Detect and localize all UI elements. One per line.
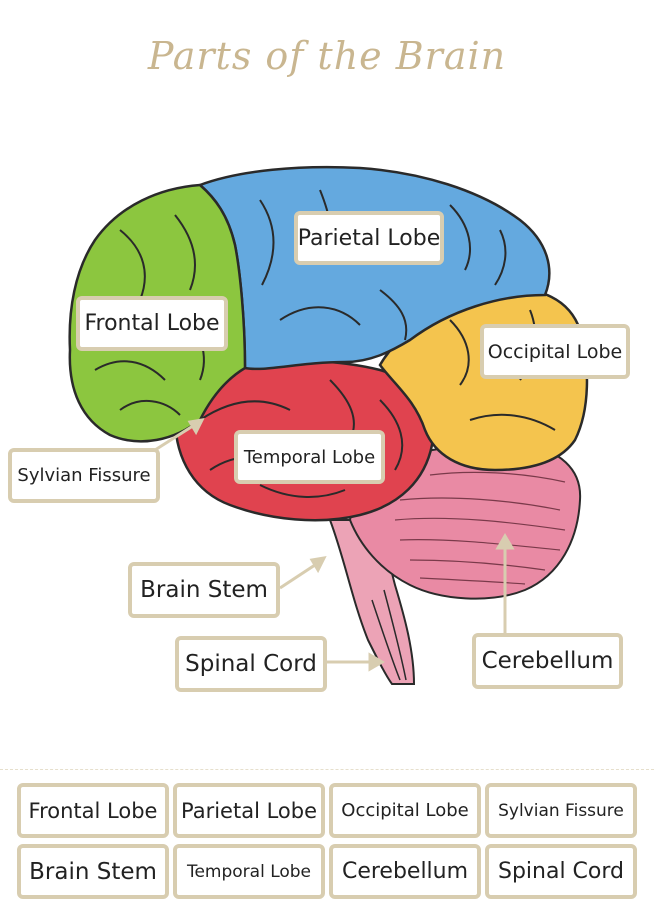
label-frontal-lobe: Frontal Lobe: [76, 296, 228, 351]
card-text: Temporal Lobe: [186, 861, 312, 882]
card-brain-stem: Brain Stem: [17, 844, 169, 899]
card-temporal-lobe: Temporal Lobe: [173, 844, 325, 899]
card-sylvian-fissure: Sylvian Fissure: [485, 783, 637, 838]
card-occipital-lobe: Occipital Lobe: [329, 783, 481, 838]
card-spinal-cord: Spinal Cord: [485, 844, 637, 899]
card-text: Frontal Lobe: [28, 798, 158, 823]
card-text: Occipital Lobe: [341, 800, 469, 821]
label-temporal-lobe: Temporal Lobe: [234, 430, 385, 484]
label-occipital-lobe-text: Occipital Lobe: [487, 340, 623, 363]
label-frontal-lobe-text: Frontal Lobe: [84, 311, 220, 336]
label-spinal-cord: Spinal Cord: [175, 636, 327, 692]
label-sylvian-fissure-text: Sylvian Fissure: [17, 465, 151, 486]
label-sylvian-fissure: Sylvian Fissure: [8, 448, 160, 503]
card-text: Brain Stem: [29, 858, 157, 885]
card-parietal-lobe: Parietal Lobe: [173, 783, 325, 838]
card-cerebellum: Cerebellum: [329, 844, 481, 899]
card-text: Spinal Cord: [497, 859, 625, 884]
label-cerebellum: Cerebellum: [472, 633, 623, 689]
label-parietal-lobe-text: Parietal Lobe: [297, 225, 441, 251]
brain-illustration: [68, 165, 589, 685]
cut-line-divider: [0, 769, 654, 770]
label-temporal-lobe-text: Temporal Lobe: [243, 446, 376, 468]
label-brain-stem-text: Brain Stem: [140, 577, 268, 603]
label-cerebellum-text: Cerebellum: [481, 648, 614, 674]
card-frontal-lobe: Frontal Lobe: [17, 783, 169, 838]
card-text: Cerebellum: [341, 859, 469, 884]
label-parietal-lobe: Parietal Lobe: [294, 211, 444, 265]
label-spinal-cord-text: Spinal Cord: [185, 651, 317, 677]
card-text: Sylvian Fissure: [498, 800, 624, 821]
label-brain-stem: Brain Stem: [128, 562, 280, 618]
page-title: Parts of the Brain: [147, 34, 507, 78]
card-text: Parietal Lobe: [180, 798, 318, 823]
label-occipital-lobe: Occipital Lobe: [480, 324, 630, 379]
